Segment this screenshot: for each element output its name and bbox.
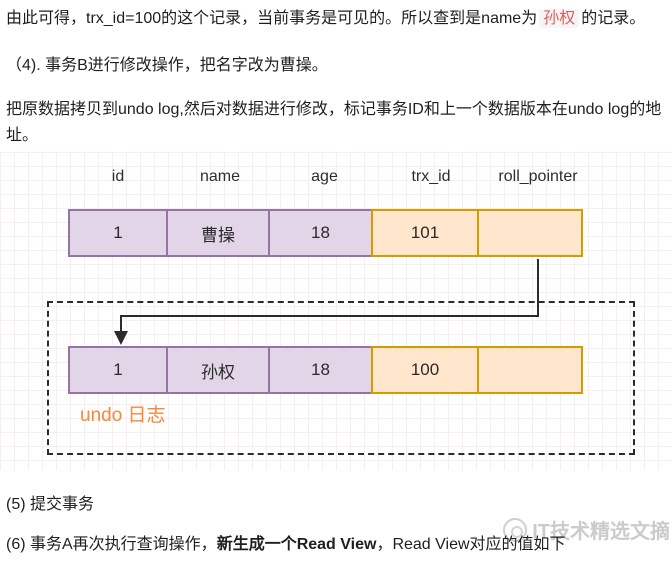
undo-cell-trx-id: 100: [371, 346, 479, 394]
undo-cell-age: 18: [268, 346, 373, 394]
watermark-logo-icon: [503, 517, 528, 542]
paragraph-6-tail: ，Read View对应的值如下: [376, 536, 566, 553]
current-cell-name: 曹操: [166, 209, 270, 257]
paragraph-3-line1: 把原数据拷贝到undo log,然后对数据进行修改，标记事务ID和上一个数据版本…: [6, 101, 662, 118]
watermark: IT技术精选文摘: [503, 515, 670, 544]
inline-code-highlight: 孙权: [539, 9, 580, 28]
current-cell-age: 18: [268, 209, 373, 257]
column-header-age: age: [311, 168, 338, 185]
paragraph-1-tail: 的记录。: [581, 10, 646, 27]
column-header-roll-pointer: roll_pointer: [498, 168, 578, 185]
undo-record-row: 1 孙权 18 100: [68, 346, 583, 394]
paragraph-6-text: (6) 事务A再次执行查询操作，: [6, 536, 217, 553]
paragraph-6: (6) 事务A再次执行查询操作，新生成一个Read View，Read View…: [6, 532, 566, 558]
undo-cell-roll-pointer: [477, 346, 583, 394]
paragraph-2: （4). 事务B进行修改操作，把名字改为曹操。: [6, 57, 328, 74]
column-header-trx-id: trx_id: [411, 168, 451, 185]
undo-cell-id: 1: [68, 346, 168, 394]
current-cell-id: 1: [68, 209, 168, 257]
mvcc-version-chain-diagram: id name age trx_id roll_pointer 1 曹操 18 …: [0, 152, 672, 470]
paragraph-5: (5) 提交事务: [6, 496, 95, 513]
column-headers: id name age trx_id roll_pointer: [68, 168, 591, 186]
column-header-name: name: [199, 168, 241, 185]
paragraph-3: 把原数据拷贝到undo log,然后对数据进行修改，标记事务ID和上一个数据版本…: [6, 97, 668, 149]
watermark-text: IT技术精选文摘: [532, 521, 670, 543]
column-header-id: id: [111, 168, 125, 185]
paragraph-1-text: 由此可得，trx_id=100的这个记录，当前事务是可见的。所以查到是name为: [6, 10, 538, 27]
paragraph-6-bold: 新生成一个Read View: [216, 536, 377, 553]
paragraph-3-line2: 址。: [6, 127, 39, 144]
current-cell-roll-pointer: [477, 209, 583, 257]
current-record-row: 1 曹操 18 101: [68, 209, 583, 257]
current-cell-trx-id: 101: [371, 209, 479, 257]
paragraph-1: 由此可得，trx_id=100的这个记录，当前事务是可见的。所以查到是name为…: [6, 6, 645, 32]
undo-log-label: undo 日志: [80, 405, 166, 426]
undo-cell-name: 孙权: [166, 346, 270, 394]
undo-log-box: [47, 301, 635, 455]
